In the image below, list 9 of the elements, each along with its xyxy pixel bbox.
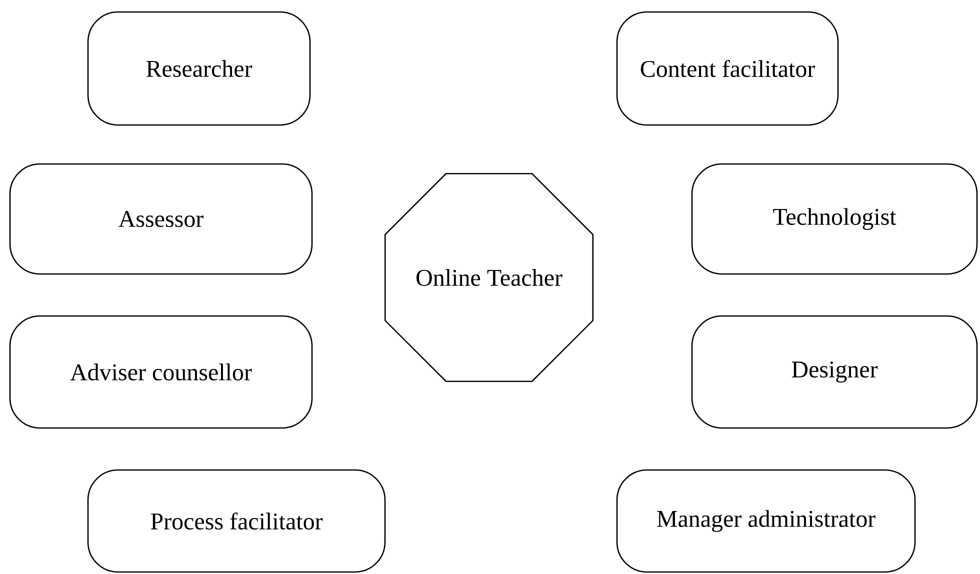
rounded-box: Technologist	[691, 163, 978, 275]
rounded-box: Designer	[691, 315, 978, 429]
octagon-node: Online Teacher	[384, 172, 594, 382]
rounded-box: Assessor	[9, 163, 313, 275]
rounded-box: Manager administrator	[616, 469, 916, 573]
rounded-box: Process facilitator	[87, 469, 386, 573]
rounded-box: Adviser counsellor	[9, 315, 313, 429]
rounded-box: Researcher	[87, 11, 311, 126]
rounded-box: Content facilitator	[616, 11, 839, 126]
